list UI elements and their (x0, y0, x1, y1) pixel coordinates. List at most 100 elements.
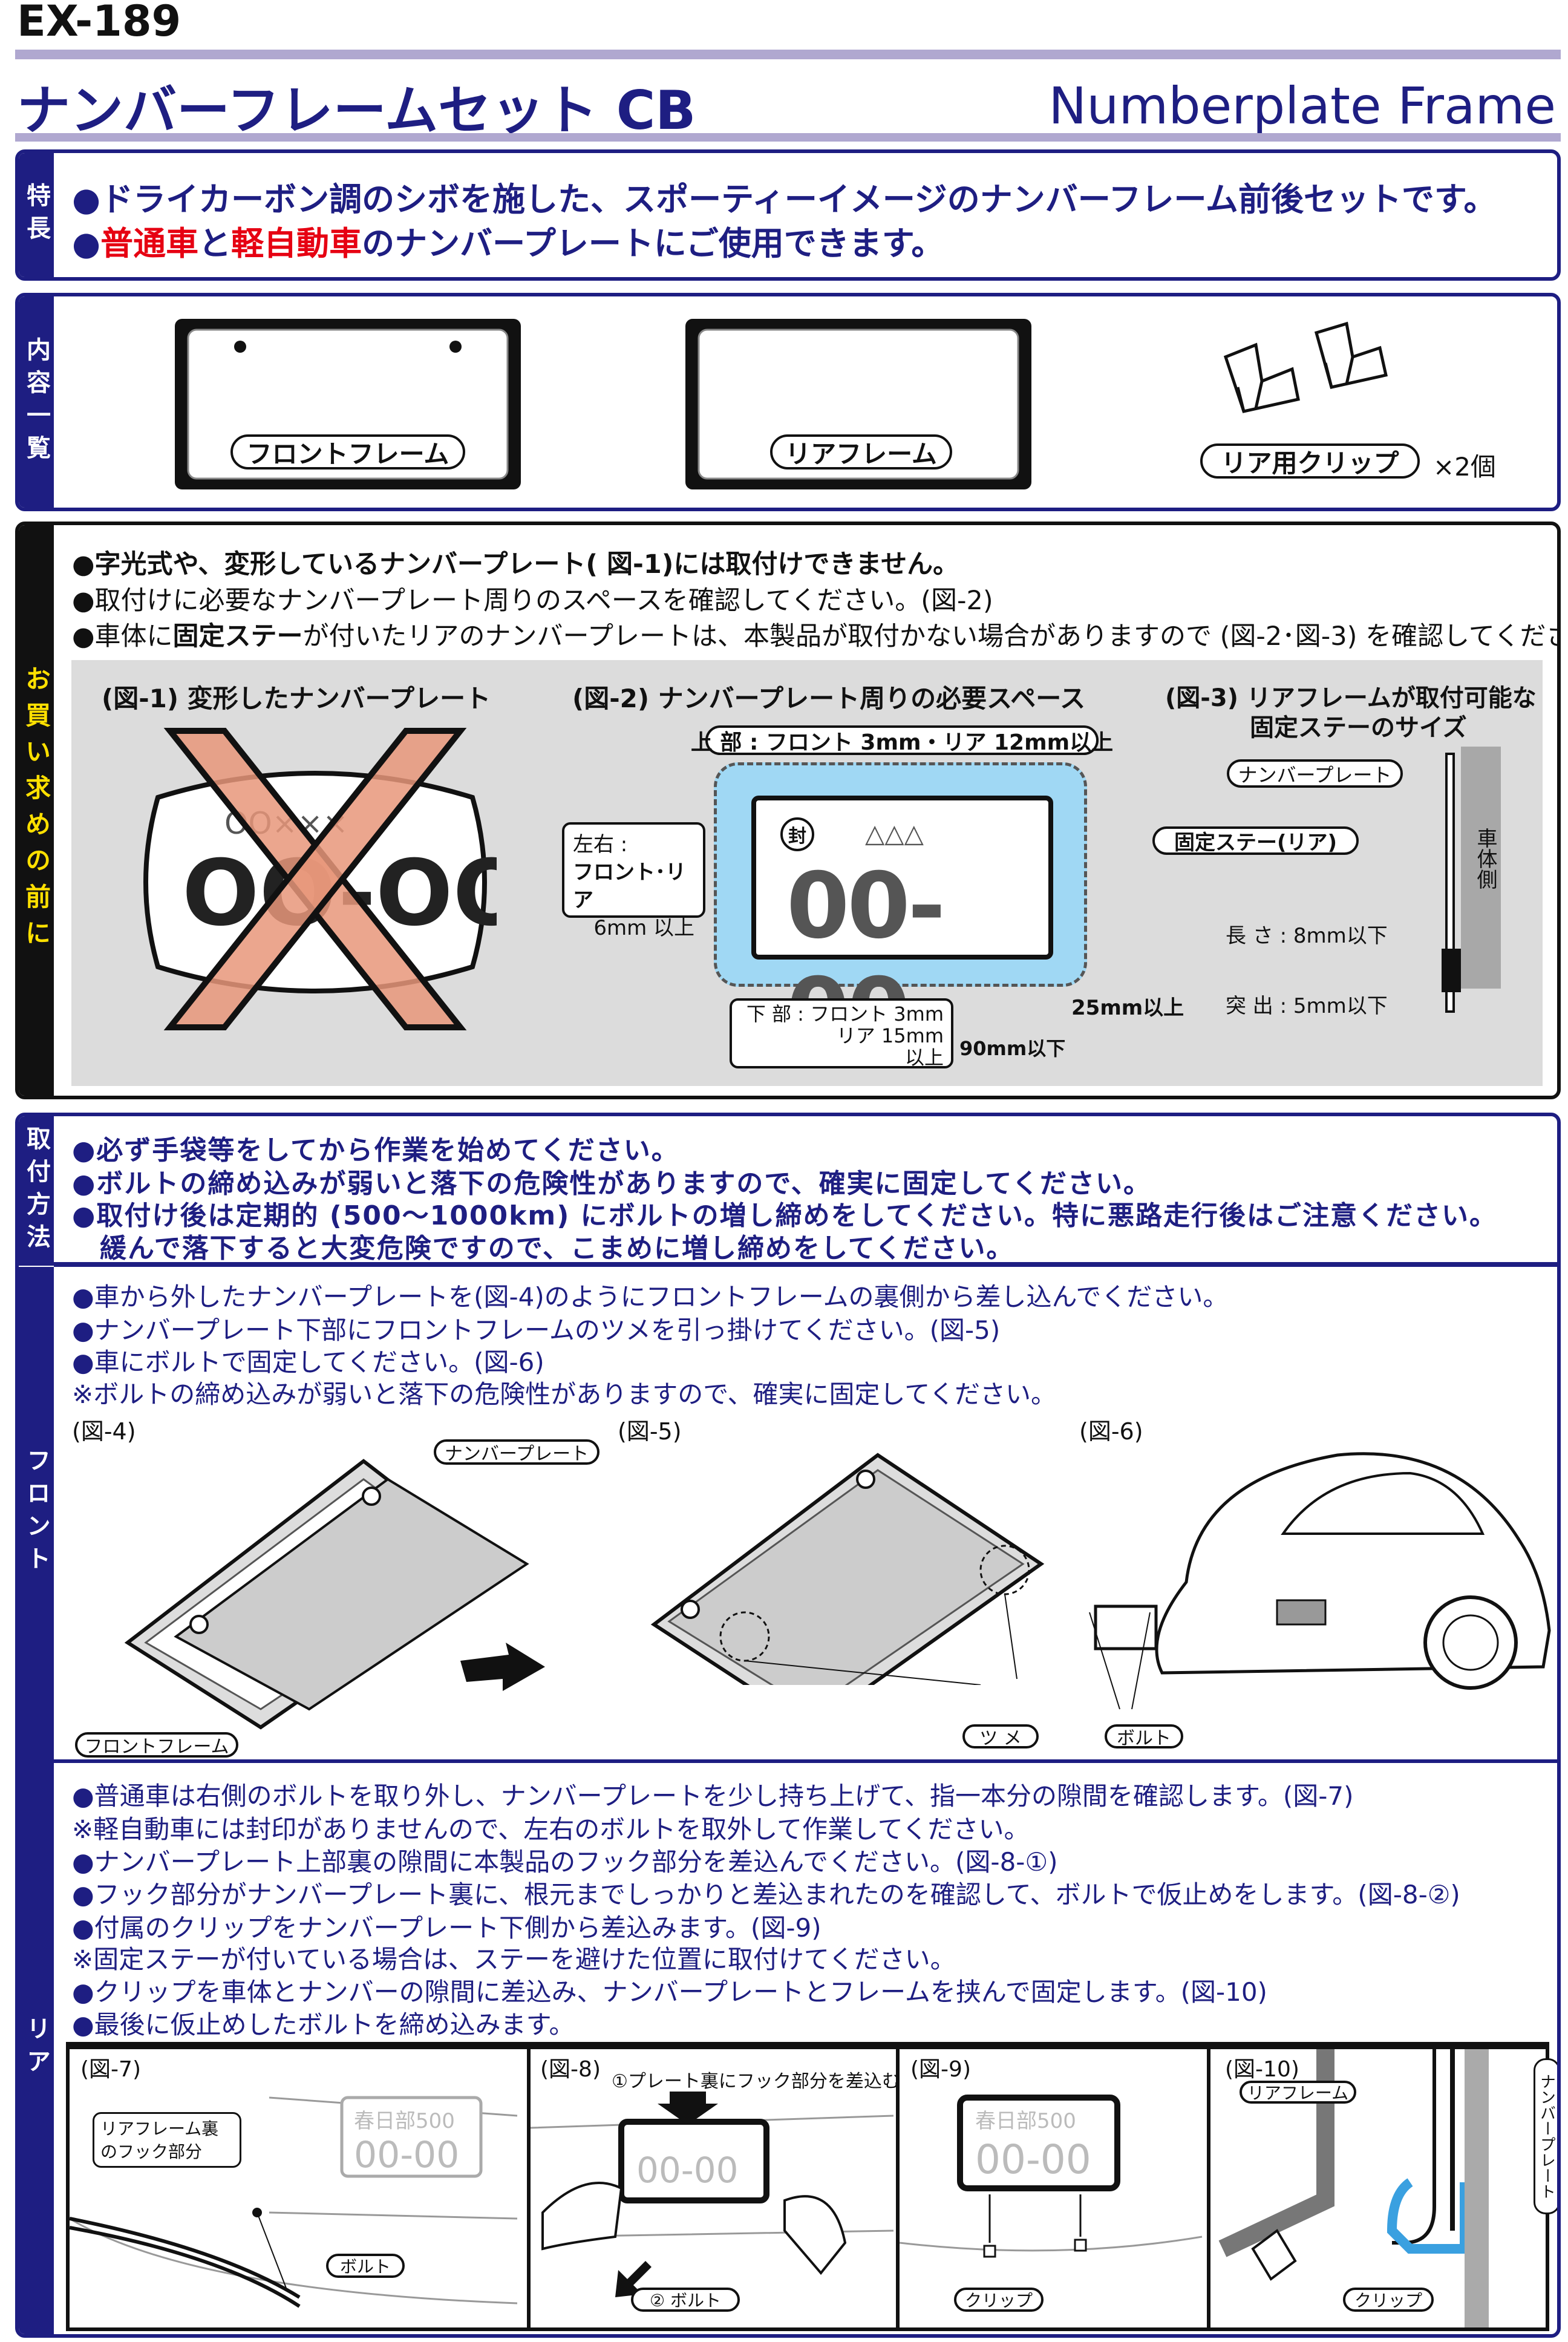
svg-text:00-00: 00-00 (354, 2134, 459, 2176)
highlight-text: 軽自動車 (231, 224, 362, 263)
rear-line: ※軽自動車には封印がありませんので、左右のボルトを取外して作業してください。 (72, 1814, 1030, 1844)
contents-section: 内容一覧 フロントフレーム リアフレーム リア用クリップ ×2個 (15, 293, 1561, 511)
caution-line: ●取付けに必要なナンバープレート周りのスペースを確認してください。(図-2) (72, 586, 993, 616)
step-label: ①プレート裏にフック部分を差込む (612, 2071, 900, 2092)
top-space-label: 上 部 : フロント 3mm・リア 12mm以上 (691, 725, 1113, 755)
highlight-text: 普通車 (100, 224, 199, 263)
figure-title: (図-10) (1225, 2057, 1299, 2082)
rear-line: ●最後に仮止めしたボルトを締め込みます。 (72, 2010, 575, 2039)
plate-label: ナンバープレート (434, 1439, 599, 1465)
install-line: ●必ず手袋等をしてから作業を始めてください。 (72, 1135, 679, 1166)
rear-line: ※固定ステーが付いている場合は、ステーを避けた位置に取付けてください。 (72, 1945, 956, 1974)
clip-label: クリップ (954, 2288, 1044, 2312)
front-frame-label: フロントフレーム (230, 434, 465, 469)
figure-title: (図-1) 変形したナンバープレート (102, 684, 491, 713)
figure-title: (図-2) ナンバープレート周りの必要スペース (572, 684, 1086, 713)
front-line: ※ボルトの締め込みが弱いと落下の危険性がありますので、確実に固定してください。 (72, 1379, 1056, 1409)
divider (15, 133, 1561, 142)
length-limit: 長 さ : 8mm以下 (1226, 924, 1388, 948)
svg-text:00-00: 00-00 (975, 2136, 1091, 2183)
divider (527, 2049, 531, 2327)
frame-label: リアフレーム (1240, 2081, 1356, 2104)
fig8-hook-insert-image: 00-00 (531, 2092, 894, 2297)
front-line: ●車から外したナンバープレートを(図-4)のようにフロントフレームの裏側から差し… (72, 1282, 1229, 1312)
deformed-plate-crossed-image: OO××× OO-OO (143, 728, 497, 1030)
text: のナンバープレートにご使用できます。 (362, 224, 944, 263)
clip-quantity: ×2個 (1433, 452, 1496, 482)
seal-icon: 封 (780, 817, 814, 851)
clip-icon (1223, 321, 1388, 413)
section-label: フロント (19, 1267, 54, 1759)
features-section: 特長 ●ドライカーボン調のシボを施した、スポーティーイメージのナンバーフレーム前… (15, 149, 1561, 281)
text: リアフレーム裏 (100, 2119, 219, 2139)
car-body-wall (1461, 747, 1501, 989)
plate-label: ナンバープレート (1534, 2058, 1557, 2214)
page-subtitle: Numberplate Frame (1048, 76, 1556, 136)
divider (19, 1759, 1557, 1763)
section-label: 取付方法 (19, 1116, 54, 1266)
bullet: ● (72, 224, 101, 263)
caution-line: ●車体に固定ステーが付いたリアのナンバープレートは、本製品が取付かない場合があり… (72, 615, 1561, 653)
text: と (198, 224, 232, 263)
text: 下 部 : フロント 3mm (746, 1003, 944, 1025)
emphasis-text: 固定ステー (172, 621, 303, 652)
divider (1207, 2049, 1210, 2327)
fig9-clip-insert-image: 春日部500 00-00 (900, 2095, 1203, 2258)
model-number: EX-189 (17, 0, 181, 46)
rear-line: ●付属のクリップをナンバープレート下側から差込みます。(図-9) (72, 1913, 822, 1943)
text: 左右 : (573, 832, 628, 857)
text: ●車体に (72, 621, 173, 652)
fig4-insert-plate-image (124, 1459, 545, 1730)
dimension-label: 90mm以下 (959, 1037, 1066, 1060)
svg-text:春日部500: 春日部500 (975, 2109, 1076, 2133)
feature-line: ●ドライカーボン調のシボを施した、スポーティーイメージのナンバーフレーム前後セッ… (72, 180, 1497, 218)
rear-line: ●普通車は右側のボルトを取り外し、ナンバープレートを少し持ち上げて、指一本分の隙… (72, 1781, 1354, 1811)
plate-label: ナンバープレート (1227, 759, 1403, 788)
fig5-hook-tabs-image (650, 1453, 1045, 1685)
plate-region: △△△ (865, 819, 924, 848)
installation-section: 取付方法 ●必ず手袋等をしてから作業を始めてください。 ●ボルトの締め込みが弱い… (15, 1113, 1561, 2338)
front-line: ●車にボルトで固定してください。(図-6) (72, 1347, 544, 1377)
projection-limit: 突 出 : 5mm以下 (1226, 994, 1388, 1018)
caution-section: お買い求めの前に ●字光式や、変形しているナンバープレート( 図-1)には取付け… (15, 522, 1561, 1099)
svg-text:春日部500: 春日部500 (354, 2109, 455, 2133)
fig6-car-image (1089, 1452, 1551, 1710)
figure-title: (図-6) (1079, 1418, 1143, 1445)
figure-title: (図-5) (618, 1418, 682, 1445)
figure-title: (図-9) (910, 2057, 971, 2082)
bolt-label: ボルト (326, 2254, 405, 2278)
caution-line: ●字光式や、変形しているナンバープレート( 図-1)には取付けできません。 (72, 549, 959, 580)
clip-label: リア用クリップ (1200, 443, 1420, 479)
plate-diagram: 封 △△△ 00-00 (751, 796, 1053, 1064)
rear-figures-panel: (図-7) (図-8) ①プレート裏にフック部分を差込む (図-9) (図-10… (66, 2042, 1557, 2331)
fig7-bolt-removal-image: 春日部500 00-00 (70, 2096, 518, 2308)
bolt-label: ボルト (1105, 1724, 1183, 1749)
divider (896, 2049, 900, 2327)
install-line: 緩んで落下すると大変危険ですので、こまめに増し締めをしてください。 (72, 1233, 1014, 1264)
stay-side-view (1442, 949, 1461, 992)
rear-line: ●ナンバープレート上部裏の隙間に本製品のフック部分を差込んでください。(図-8-… (72, 1847, 1058, 1877)
install-line: ●ボルトの締め込みが弱いと落下の危険性がありますので、確実に固定してください。 (72, 1168, 1151, 1199)
stay-label: 固定ステー(リア) (1152, 826, 1359, 855)
dimension-label: 25mm以上 (1071, 996, 1184, 1020)
section-label: リア (19, 1763, 54, 2334)
text: リア 15mm (836, 1024, 944, 1047)
figure-title: 固定ステーのサイズ (1250, 714, 1467, 742)
clip-label: クリップ (1343, 2288, 1434, 2312)
text: が付いたリアのナンバープレートは、本製品が取付かない場合がありますので (図-2… (302, 621, 1561, 652)
divider (15, 50, 1561, 59)
car-body-label: 車体側 (1473, 828, 1497, 889)
section-label: お買い求めの前に (19, 525, 54, 1096)
tab-label: ツ メ (962, 1724, 1039, 1749)
figure-title: (図-3) リアフレームが取付可能な (1165, 684, 1537, 712)
page-title: ナンバーフレームセット CB (17, 79, 696, 142)
text: 以上 (904, 1046, 944, 1069)
hook-label: リアフレーム裏のフック部分 (93, 2112, 241, 2168)
rear-line: ●フック部分がナンバープレート裏に、根元までしっかりと差込まれたのを確認して、ボ… (72, 1880, 1460, 1909)
rear-frame-label: リアフレーム (770, 434, 952, 469)
rear-line: ●クリップを車体とナンバーの隙間に差込み、ナンバープレートとフレームを挟んで固定… (72, 1977, 1267, 2007)
svg-text:00-00: 00-00 (636, 2150, 739, 2191)
text: 6mm 以上 (593, 916, 694, 940)
